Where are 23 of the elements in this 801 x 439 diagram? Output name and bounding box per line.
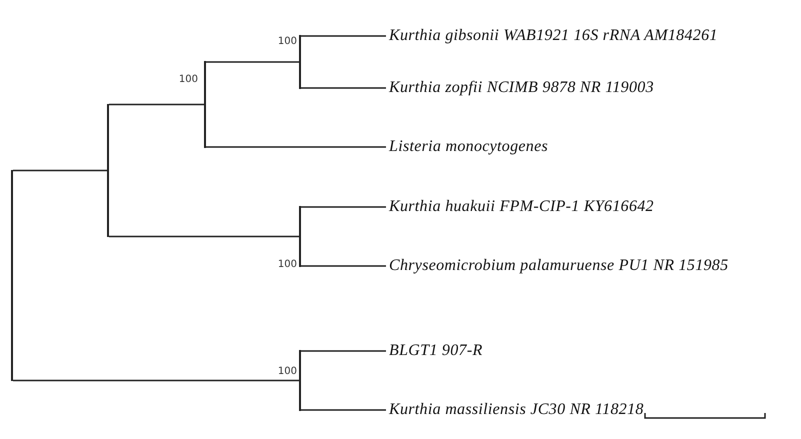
taxon-label: Kurthia gibsonii WAB1921 16S rRNA AM184261 <box>389 26 718 46</box>
tree-branch <box>301 265 386 267</box>
bootstrap-value: 100 <box>276 259 297 271</box>
taxon-label: Listeria monocytogenes <box>389 137 548 157</box>
tree-branch <box>206 146 386 148</box>
tree-branch <box>301 350 386 352</box>
tree-branch <box>13 380 299 382</box>
tree-branch <box>206 61 299 63</box>
taxon-label: BLGT1 907-R <box>389 341 483 361</box>
tree-branch <box>109 236 299 238</box>
bootstrap-value: 100 <box>276 366 297 378</box>
taxon-label: Kurthia massiliensis JC30 NR 118218 <box>389 400 644 420</box>
taxon-label: Kurthia zopfii NCIMB 9878 NR 119003 <box>389 78 654 98</box>
taxon-label: Kurthia huakuii FPM-CIP-1 KY616642 <box>389 197 654 217</box>
bootstrap-value: 100 <box>276 36 297 48</box>
tree-branch <box>13 170 107 172</box>
tree-branch <box>301 87 386 89</box>
tree-branch <box>301 35 386 37</box>
tree-branch <box>109 104 204 106</box>
tree-branch <box>301 206 386 208</box>
taxon-label: Chryseomicrobium palamuruense PU1 NR 151985 <box>389 256 728 276</box>
bootstrap-value: 100 <box>178 74 198 86</box>
tree-branch <box>301 409 386 411</box>
